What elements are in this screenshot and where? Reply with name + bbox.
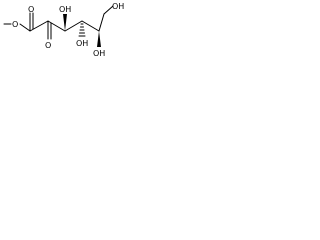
oh-c4-label: OH	[76, 39, 88, 48]
bond-layer	[3, 5, 114, 47]
bond-c5-c6	[98, 13, 105, 32]
bond-c2-c3	[47, 20, 66, 32]
hashed-bond-c4-oh	[78, 23, 86, 37]
atom-label-layer: O O O OH OH OH OH	[12, 2, 124, 58]
bond-c3-c4	[64, 20, 83, 32]
oh-c6-label: OH	[112, 2, 124, 11]
chemical-structure-svg: O O O OH OH OH OH	[3, 2, 124, 58]
oh-c5-label: OH	[93, 49, 105, 58]
wedge-bond-c5-oh	[97, 31, 101, 47]
bond-oxygen-carbonyl-carbon	[19, 23, 31, 32]
structure-canvas: O O O OH OH OH OH	[0, 0, 126, 74]
bond-c4-c5	[81, 20, 100, 32]
bond-c1-c2	[29, 20, 49, 32]
bond-c6-oh	[103, 5, 114, 15]
wedge-bond-c3-oh	[63, 14, 67, 31]
carbonyl-oxygen-label: O	[28, 5, 34, 14]
ester-oxygen-label: O	[12, 20, 18, 29]
ketone-oxygen-label: O	[45, 41, 51, 50]
oh-c3-label: OH	[59, 5, 71, 14]
